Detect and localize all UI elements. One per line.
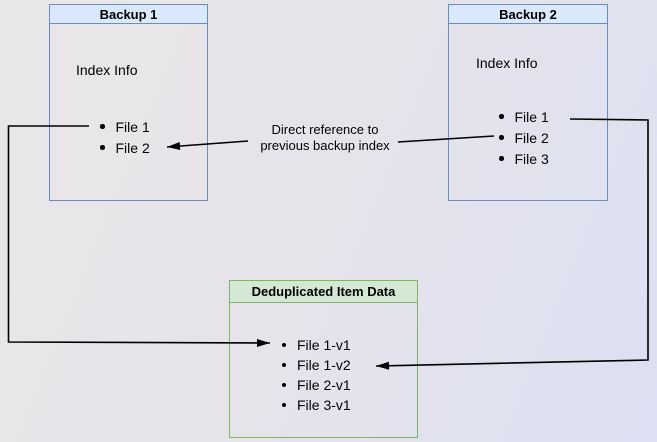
backup1-box: Backup 1 Index Info File 1 File 2 bbox=[49, 4, 208, 201]
list-item: File 2 bbox=[50, 137, 207, 158]
list-item: File 1 bbox=[50, 116, 207, 137]
bullet-icon bbox=[499, 114, 504, 119]
backup2-box: Backup 2 Index Info File 1 File 2 File 3 bbox=[448, 4, 608, 201]
list-item-label: File 2 bbox=[115, 139, 150, 156]
deduplicated-item-data-title: Deduplicated Item Data bbox=[230, 281, 417, 303]
bullet-icon bbox=[100, 124, 105, 129]
backup2-file-list: File 1 File 2 File 3 bbox=[449, 106, 607, 169]
list-item-label: File 1-v1 bbox=[297, 337, 351, 353]
bullet-icon bbox=[281, 382, 286, 388]
list-item: File 2 bbox=[449, 127, 607, 148]
list-item: File 1-v1 bbox=[230, 335, 417, 355]
list-item-label: File 2-v1 bbox=[297, 377, 351, 393]
bullet-icon bbox=[281, 402, 286, 408]
edge-label-line2: previous backup index bbox=[260, 138, 390, 153]
edge-label-line1: Direct reference to bbox=[271, 122, 379, 137]
backup1-file-list: File 1 File 2 bbox=[50, 116, 207, 158]
list-item: File 1-v2 bbox=[230, 355, 417, 375]
list-item-label: File 1 bbox=[115, 118, 150, 135]
list-item: File 2-v1 bbox=[230, 375, 417, 395]
bullet-icon bbox=[499, 135, 504, 140]
bullet-icon bbox=[100, 145, 105, 150]
dedup-file-list: File 1-v1 File 1-v2 File 2-v1 File 3-v1 bbox=[230, 335, 417, 415]
list-item-label: File 3-v1 bbox=[297, 397, 351, 413]
backup1-title: Backup 1 bbox=[50, 5, 207, 24]
deduplicated-item-data-box: Deduplicated Item Data File 1-v1 File 1-… bbox=[229, 280, 418, 438]
bullet-icon bbox=[281, 362, 286, 368]
list-item: File 3 bbox=[449, 148, 607, 169]
direct-reference-edge-label: Direct reference to previous backup inde… bbox=[239, 122, 411, 154]
list-item-label: File 3 bbox=[514, 150, 549, 167]
list-item: File 3-v1 bbox=[230, 395, 417, 415]
backup1-index-info-label: Index Info bbox=[76, 62, 138, 78]
bullet-icon bbox=[499, 156, 504, 161]
list-item-label: File 2 bbox=[514, 129, 549, 146]
list-item: File 1 bbox=[449, 106, 607, 127]
list-item-label: File 1-v2 bbox=[297, 357, 351, 373]
list-item-label: File 1 bbox=[514, 108, 549, 125]
backup2-title: Backup 2 bbox=[449, 5, 607, 24]
bullet-icon bbox=[281, 342, 286, 348]
backup2-index-info-label: Index Info bbox=[476, 55, 538, 71]
